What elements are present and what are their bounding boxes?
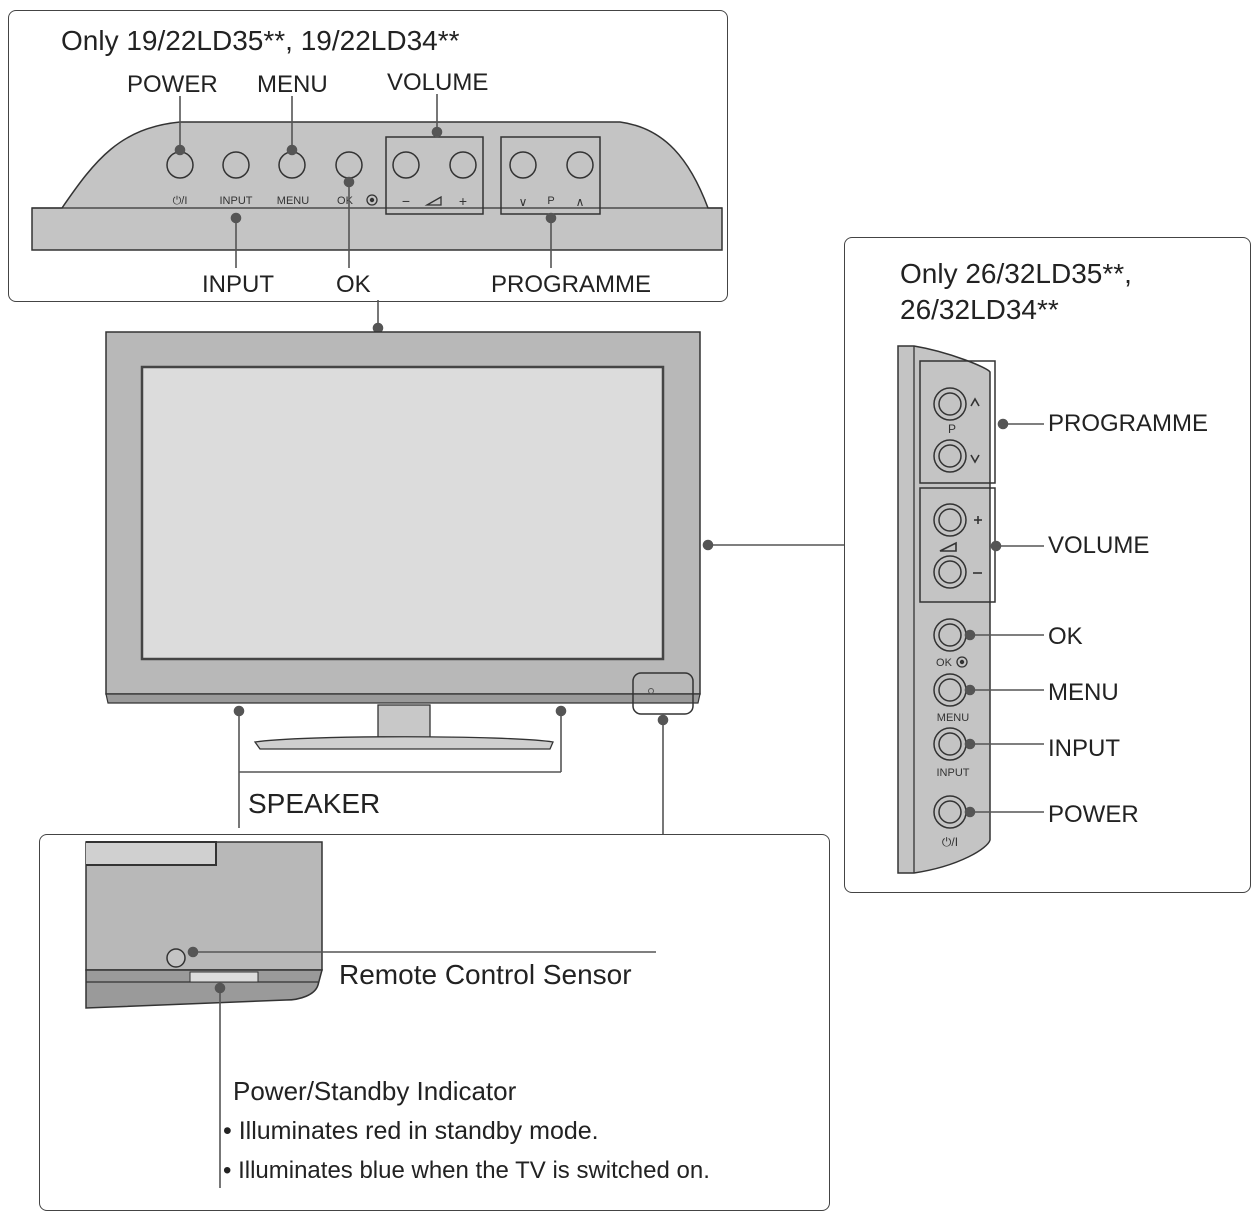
indicator-bullet-2: • Illuminates blue when the TV is switch… bbox=[223, 1157, 710, 1184]
side-callout-volume: VOLUME bbox=[1048, 532, 1150, 559]
top-panel-title: Only 19/22LD35**, 19/22LD34** bbox=[61, 25, 460, 56]
tv-front bbox=[105, 331, 701, 715]
side-callout-power: POWER bbox=[1048, 801, 1139, 828]
side-panel-title-line2: 26/32LD34** bbox=[900, 294, 1059, 325]
bottom-panel: Remote Control Sensor Power/Standby Indi… bbox=[39, 834, 830, 1211]
indicator-bullet-1: • Illuminates red in standby mode. bbox=[223, 1117, 599, 1145]
side-callout-programme: PROGRAMME bbox=[1048, 410, 1209, 437]
side-callout-menu: MENU bbox=[1048, 679, 1119, 706]
top-panel: Only 19/22LD35**, 19/22LD34** POWER MENU… bbox=[8, 10, 728, 302]
top-callout-programme: PROGRAMME bbox=[491, 271, 652, 298]
side-callout-input: INPUT bbox=[1048, 735, 1120, 762]
side-callout-ok: OK bbox=[1048, 623, 1083, 650]
indicator-title: Power/Standby Indicator bbox=[233, 1076, 517, 1106]
remote-sensor-label: Remote Control Sensor bbox=[339, 959, 632, 990]
top-callout-input: INPUT bbox=[202, 271, 274, 298]
speaker-label: SPEAKER bbox=[248, 788, 381, 819]
side-panel: Only 26/32LD35**, 26/32LD34** PROGRAMME … bbox=[844, 237, 1251, 893]
top-callout-power: POWER bbox=[127, 71, 218, 98]
tv-stand bbox=[253, 704, 554, 750]
top-callout-ok: OK bbox=[336, 271, 371, 298]
side-panel-title-line1: Only 26/32LD35**, bbox=[900, 258, 1132, 289]
top-callout-menu: MENU bbox=[257, 71, 328, 98]
top-callout-volume: VOLUME bbox=[387, 69, 489, 96]
tv-indicator-highlight-box bbox=[632, 672, 694, 715]
